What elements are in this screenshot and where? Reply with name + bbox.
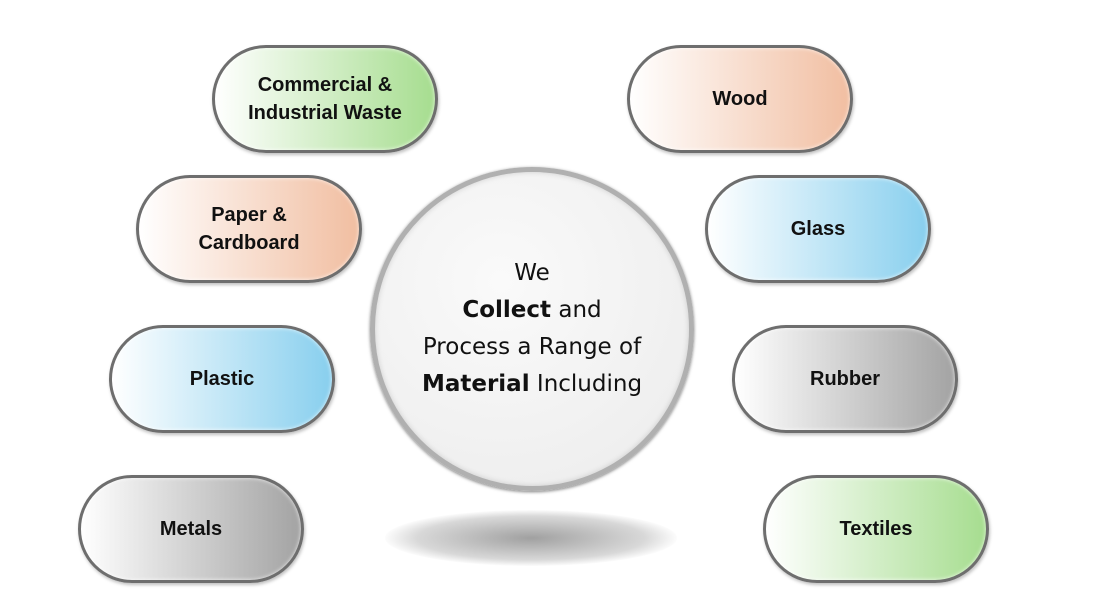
- center-line-3: Process a Range of: [422, 334, 642, 360]
- center-bold-collect: Collect: [462, 297, 552, 323]
- label: Glass: [790, 218, 846, 240]
- center-line-2: and: [551, 297, 602, 323]
- material-paper-cardboard: Paper & Cardboard: [136, 175, 362, 283]
- material-glass: Glass: [705, 175, 931, 283]
- label: Textiles: [839, 518, 913, 540]
- label: Commercial &: [257, 74, 393, 96]
- material-rubber: Rubber: [732, 325, 958, 433]
- material-commercial-industrial-waste: Commercial & Industrial Waste: [212, 45, 438, 153]
- label: Cardboard: [198, 232, 300, 254]
- center-bold-material: Material: [421, 371, 530, 397]
- material-textiles: Textiles: [763, 475, 989, 583]
- label: Wood: [712, 88, 768, 110]
- material-metals: Metals: [78, 475, 304, 583]
- material-plastic: Plastic: [109, 325, 335, 433]
- label: Metals: [159, 518, 223, 540]
- circle-shadow: [385, 510, 677, 566]
- label: Plastic: [189, 368, 255, 390]
- center-line-1: We: [514, 260, 550, 286]
- center-text: We Collect and Process a Range of Materi…: [422, 255, 642, 403]
- center-line-4: Including: [529, 371, 643, 397]
- label: Industrial Waste: [248, 102, 402, 124]
- center-circle: We Collect and Process a Range of Materi…: [370, 167, 694, 491]
- label: Rubber: [810, 368, 880, 390]
- label: Paper &: [211, 204, 287, 226]
- material-wood: Wood: [627, 45, 853, 153]
